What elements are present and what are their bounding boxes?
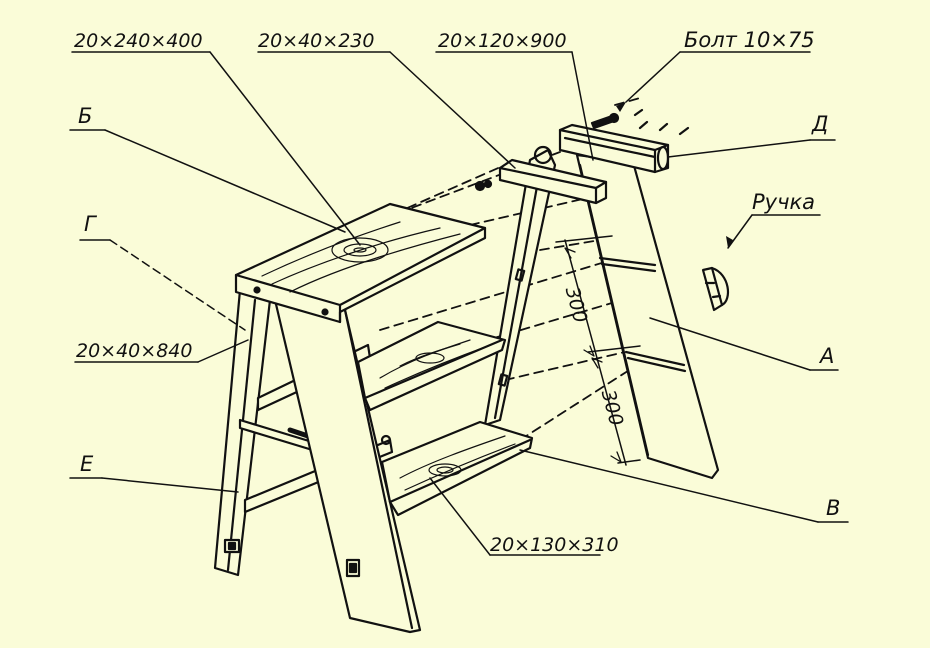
label-handle: Ручка: [752, 190, 816, 214]
label-dim-cross-bar: 20×40×230: [258, 30, 375, 52]
label-dim-top-seat: 20×240×400: [74, 30, 203, 52]
middle-step: [356, 320, 507, 412]
bolt-and-screws: [474, 108, 690, 192]
handle-part: [701, 266, 730, 312]
label-letter-d: Д: [812, 112, 829, 136]
label-letter-e: Е: [80, 452, 94, 476]
leader-lines: [69, 51, 849, 556]
cross-bar: [498, 158, 608, 205]
label-letter-a: А: [820, 344, 835, 368]
top-bar-d: [558, 123, 670, 174]
dimension-lines: [555, 235, 641, 466]
front-right-post: [483, 145, 557, 427]
label-letter-b: Б: [78, 104, 93, 128]
label-letter-v: В: [826, 496, 841, 520]
label-dim-leg: 20×40×840: [76, 340, 193, 362]
top-seat-b: [234, 202, 487, 324]
label-dim-rear-leg: 20×120×900: [438, 30, 567, 52]
rear-leg-a: [575, 153, 720, 480]
label-bolt: Болт 10×75: [684, 28, 815, 52]
leader-arrowheads: [616, 102, 733, 248]
label-dim-step: 20×130×310: [490, 534, 619, 556]
bottom-step: [380, 420, 534, 517]
label-letter-g: Г: [84, 212, 96, 236]
